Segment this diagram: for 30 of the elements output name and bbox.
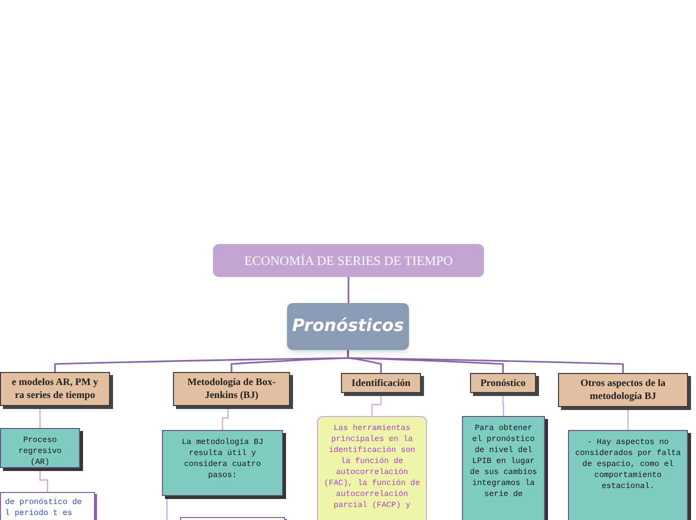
node-text: Para obtener el pronóstico de nivel del LPIB en lugar de sus cambios integramos la serie de [469,423,538,500]
node-text: Proceso regresivo (AR) [17,435,63,468]
note-box [0,428,80,468]
connector-line [371,393,382,416]
node-text: Pronósticos [292,314,404,338]
connector-line [348,277,350,303]
node-text: Pronóstico [480,376,526,390]
connector-line [222,406,229,430]
node-text: La metodología BJ resulta útil y considera cuatro pasos: [180,437,264,481]
topic-box [173,372,290,406]
topic-box [470,373,536,393]
topic-box [341,373,421,393]
topic-box [287,303,409,350]
node-text: Metodología de Box-Jenkins (BJ) [186,376,277,402]
note-box [568,430,688,520]
node-text: ECONOMÍA DE SERIES DE TIEMPO [244,252,453,270]
note-box [317,416,427,520]
node-text: Las herramientas principales en la identificación son la función de autocorrelación (FAC), la función de autocorrelación parcial (FACP) y [324,423,420,511]
node-text: - Hay aspectos no considerados por falta de espacio, como el comportamiento estacional. [575,437,681,492]
connector-line [39,468,48,492]
note-box [162,430,283,496]
topic-box [558,373,688,407]
node-text: e modelos AR, PM y ra series de tiempo [10,376,100,402]
topic-box [0,372,110,406]
connector-line [347,350,624,373]
note-box [462,416,545,520]
title-box [213,244,484,277]
node-text: de pronóstico de l periodo t es [5,497,83,519]
node-text: Identificación [352,376,410,390]
node-text: Otros aspectos de la metodología BJ [579,377,667,403]
